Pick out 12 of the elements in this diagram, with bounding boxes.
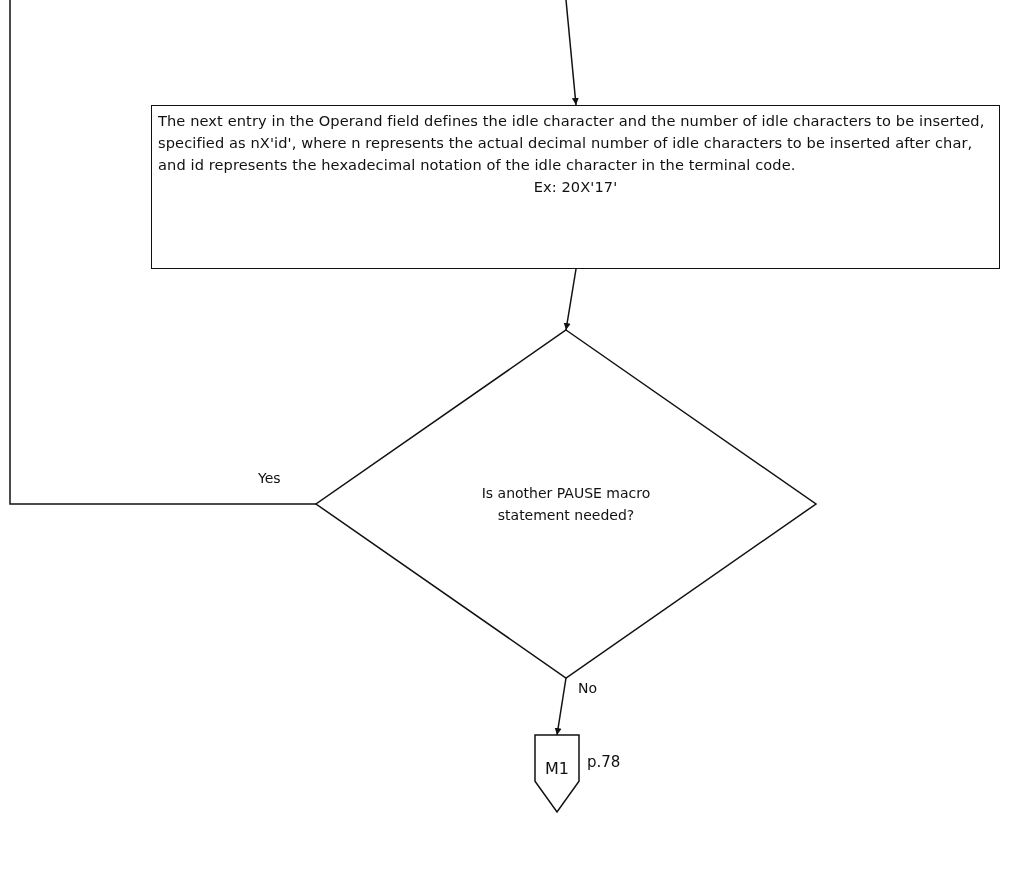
arrow <box>565 0 579 106</box>
edge-label: Yes <box>256 470 283 486</box>
connector-label: M1 <box>545 759 569 778</box>
arrow <box>554 677 567 736</box>
process-text: The next entry in the Operand field defines the idle character and the number of idle characters to be inserted, specified as nX'id', where n represents the actual decimal number of idle characters to be inserted after char, and id represents the hexadecimal notation of the idle character in the terminal code. <box>158 111 986 175</box>
connector-line <box>9 0 317 505</box>
decision-text: Is another PAUSE macro statement needed? <box>480 484 652 525</box>
page-reference: p.78 <box>587 753 621 771</box>
process-box <box>151 105 1000 269</box>
edge-label: No <box>576 680 600 696</box>
example-text: Ex: 20X'17' <box>533 178 618 195</box>
arrow <box>563 268 577 331</box>
